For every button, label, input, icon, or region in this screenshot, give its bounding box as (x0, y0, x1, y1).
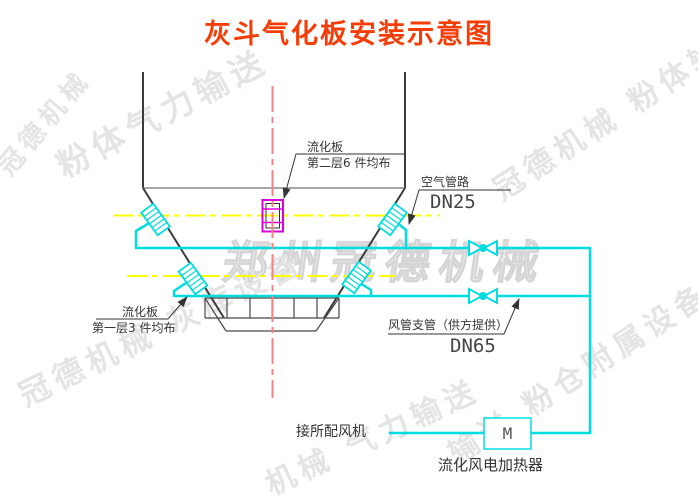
label-air-pipe-title: 空气管路 (421, 175, 470, 189)
label-branch-pipe-title: 风管支管（供方提供） (388, 318, 509, 332)
label-plate-layer2-detail: 第二层6 件均布 (307, 156, 391, 170)
label-fan-connection: 接所配风机 (296, 424, 366, 440)
label-air-pipe-size: DN25 (430, 191, 476, 213)
label-heater: 流化风电加热器 (438, 456, 544, 474)
label-plate-layer1-detail: 第一层3 件均布 (92, 321, 176, 335)
motor-symbol: M (502, 424, 513, 443)
motor-box (483, 417, 532, 450)
pipe-valves (468, 240, 498, 304)
hopper-outline (142, 72, 406, 319)
diagram-title: 灰斗气化板安装示意图 (204, 19, 494, 50)
label-branch-pipe-size: DN65 (450, 335, 496, 357)
leader-lines (96, 153, 520, 335)
label-plate-layer1-title: 流化板 (122, 305, 159, 319)
label-plate-layer2-title: 流化板 (307, 140, 344, 154)
air-piping (134, 220, 592, 435)
